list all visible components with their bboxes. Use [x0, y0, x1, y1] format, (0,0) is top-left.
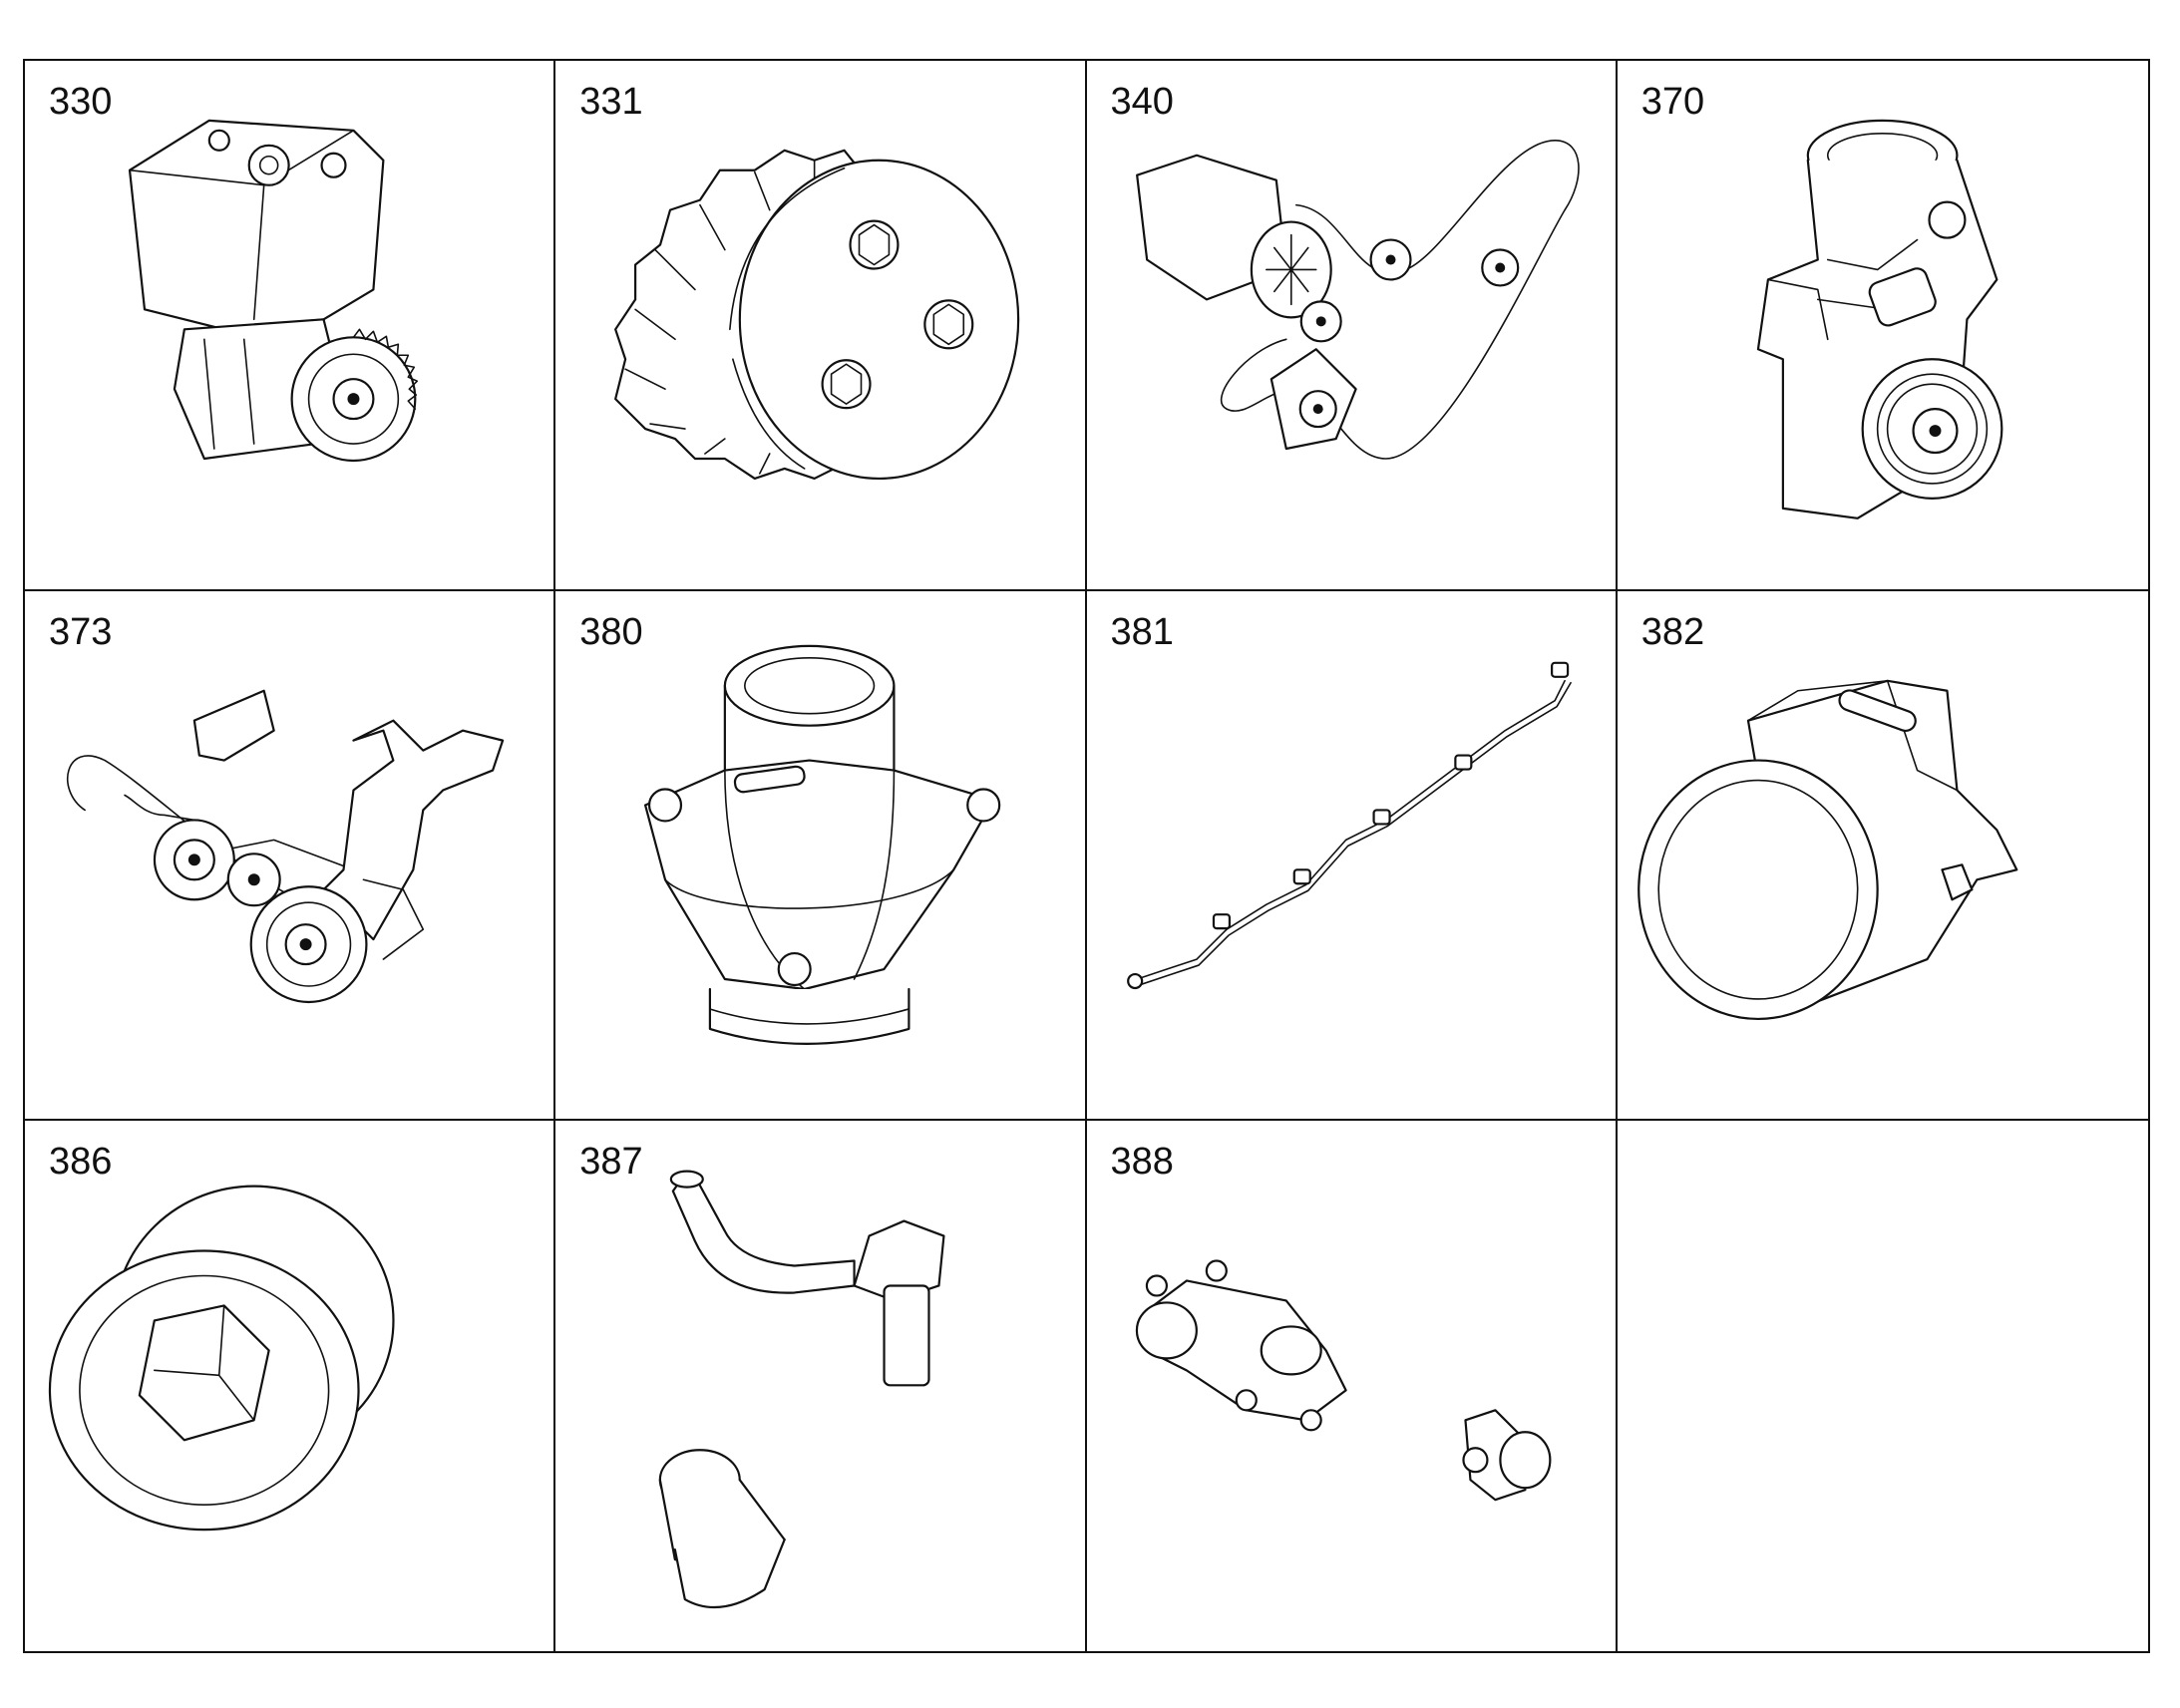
pipe-and-union-icon — [555, 1121, 1084, 1651]
part-number: 387 — [579, 1141, 643, 1184]
thermostat-cover-icon — [1618, 591, 2148, 1120]
part-number: 330 — [49, 81, 113, 123]
part-cell-387[interactable]: 387 — [555, 1121, 1087, 1651]
part-number: 370 — [1640, 81, 1705, 123]
part-number: 340 — [1110, 81, 1174, 123]
wiring-harness-icon — [1087, 591, 1616, 1120]
part-cell-330[interactable]: 330 — [25, 61, 556, 591]
air-compressor-icon — [25, 61, 553, 589]
part-cell-382[interactable]: 382 — [1617, 591, 2148, 1122]
parts-index-grid: 330 331 — [23, 59, 2150, 1653]
part-number: 382 — [1640, 610, 1705, 653]
coolant-pump-housing-icon — [1618, 61, 2148, 589]
part-cell-331[interactable]: 331 — [555, 61, 1087, 591]
part-cell-373[interactable]: 373 — [25, 590, 556, 1122]
coolant-flange-icon — [1087, 1121, 1616, 1651]
part-number: 380 — [579, 610, 643, 653]
thermostat-housing-icon — [555, 591, 1084, 1120]
part-cell-370[interactable]: 370 — [1617, 61, 2148, 591]
part-cell-380[interactable]: 380 — [555, 590, 1087, 1122]
part-number: 386 — [49, 1141, 113, 1184]
empty-cell — [1618, 1121, 2148, 1651]
part-cell-340[interactable]: 340 — [1086, 61, 1618, 591]
part-cell-381[interactable]: 381 — [1086, 590, 1618, 1122]
part-number: 388 — [1110, 1141, 1174, 1184]
ac-compressor-belt-drive-icon — [1087, 61, 1616, 589]
part-cell-386[interactable]: 386 — [25, 1121, 556, 1651]
part-cell-388[interactable]: 388 — [1087, 1121, 1618, 1651]
screw-plug-icon — [25, 1121, 553, 1651]
part-number: 381 — [1110, 610, 1174, 653]
part-number: 373 — [49, 610, 113, 653]
part-number: 331 — [579, 81, 643, 123]
coolant-pump-belt-drive-icon — [25, 591, 553, 1120]
drive-gear-icon — [555, 61, 1084, 589]
